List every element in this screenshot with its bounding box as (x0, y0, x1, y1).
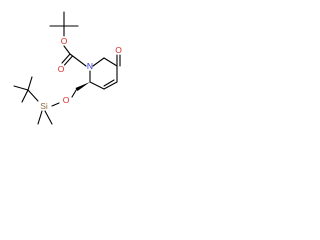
bond-ch-ch (103, 81, 118, 90)
bond-c-carbonyl-n (69, 53, 87, 67)
atom-o-ester: O (61, 36, 68, 46)
bond-ch-ch-inner (103, 79, 115, 87)
bond-ch2-c-ketone (103, 57, 118, 67)
bond-n-ch2 (92, 57, 105, 67)
bond-c-carbonyl-o-double-a (61, 53, 71, 64)
atom-o-carbonyl: O (58, 64, 65, 74)
bond-si-methyl-down-left (37, 110, 43, 125)
wedge-bond-stereocenter-ch2 (75, 82, 90, 91)
molecule-structure: O O N O O Si (13, 11, 122, 125)
atom-o-ketone: O (115, 45, 122, 55)
bond-tbu-c-methyl-down (21, 89, 29, 103)
bond-ch2-o-silyl (71, 88, 78, 98)
bond-o-ester-c-carbonyl (63, 45, 71, 55)
atom-n: N (87, 61, 93, 71)
bond-si-methyl-down-right (44, 110, 53, 125)
bond-si-tbu-c (27, 89, 39, 102)
boc-tert-butyl-bonds (49, 11, 79, 37)
bond-tbu-c-methyl-up (27, 76, 33, 91)
atom-o-silyl-ether: O (63, 95, 70, 105)
atom-si: Si (40, 101, 48, 111)
bond-ch-stereocenter (89, 81, 105, 90)
ring-bonds (89, 54, 121, 90)
bond-c-carbonyl-o-double-b (63, 55, 74, 66)
silyl-ether-bonds (51, 88, 78, 107)
boc-carbonyl-bonds (61, 45, 87, 67)
tbs-bonds (13, 76, 53, 125)
bond-tbu-c-methyl-left (13, 85, 29, 91)
bond-o-silyl-si (51, 102, 60, 107)
